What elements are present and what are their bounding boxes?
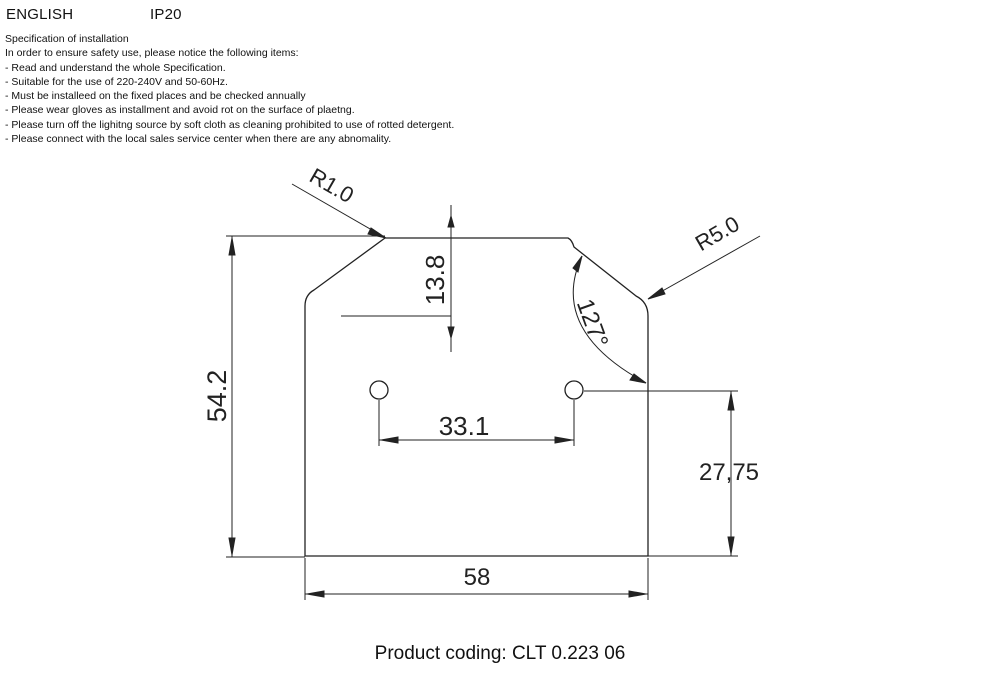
hole-height-label: 27,75 [699,459,759,486]
width-label: 58 [464,564,491,591]
dimension-hole-spacing [378,400,575,446]
angle-label: 127° [571,295,613,351]
spec-intro: In order to ensure safety use, please no… [5,47,299,60]
dimension-hole-height [584,390,738,557]
r-small-label: R1.0 [305,163,358,208]
spec-item: - Please turn off the lighitng source by… [5,118,455,131]
spec-title: Specification of installation [5,33,129,45]
mounting-hole [369,380,389,400]
spec-item: - Read and understand the whole Specific… [5,61,226,74]
spec-item: - Suitable for the use of 220-240V and 5… [5,75,228,88]
mounting-hole [564,380,584,400]
spec-item: - Please connect with the local sales se… [5,133,392,146]
inset-depth-label: 13.8 [420,255,450,306]
hole-spacing-label: 33.1 [439,411,490,441]
leader-r-large [647,235,761,300]
language-label: ENGLISH [6,6,74,23]
height-label: 54.2 [202,370,232,423]
angle-arc [572,255,647,384]
dimension-height [226,235,385,558]
product-coding: Product coding: CLT 0.223 06 [374,643,626,664]
part-outline [304,237,649,557]
installation-spec: Specification of installation In order t… [5,32,705,146]
spec-item: - Must be installeed on the fixed places… [5,90,306,103]
ip-rating-label: IP20 [150,6,182,23]
dimension-inset-depth [341,205,455,352]
leader-r-small [291,183,387,239]
dimension-width [304,558,649,600]
spec-item: - Please wear gloves as installment and … [5,104,355,117]
